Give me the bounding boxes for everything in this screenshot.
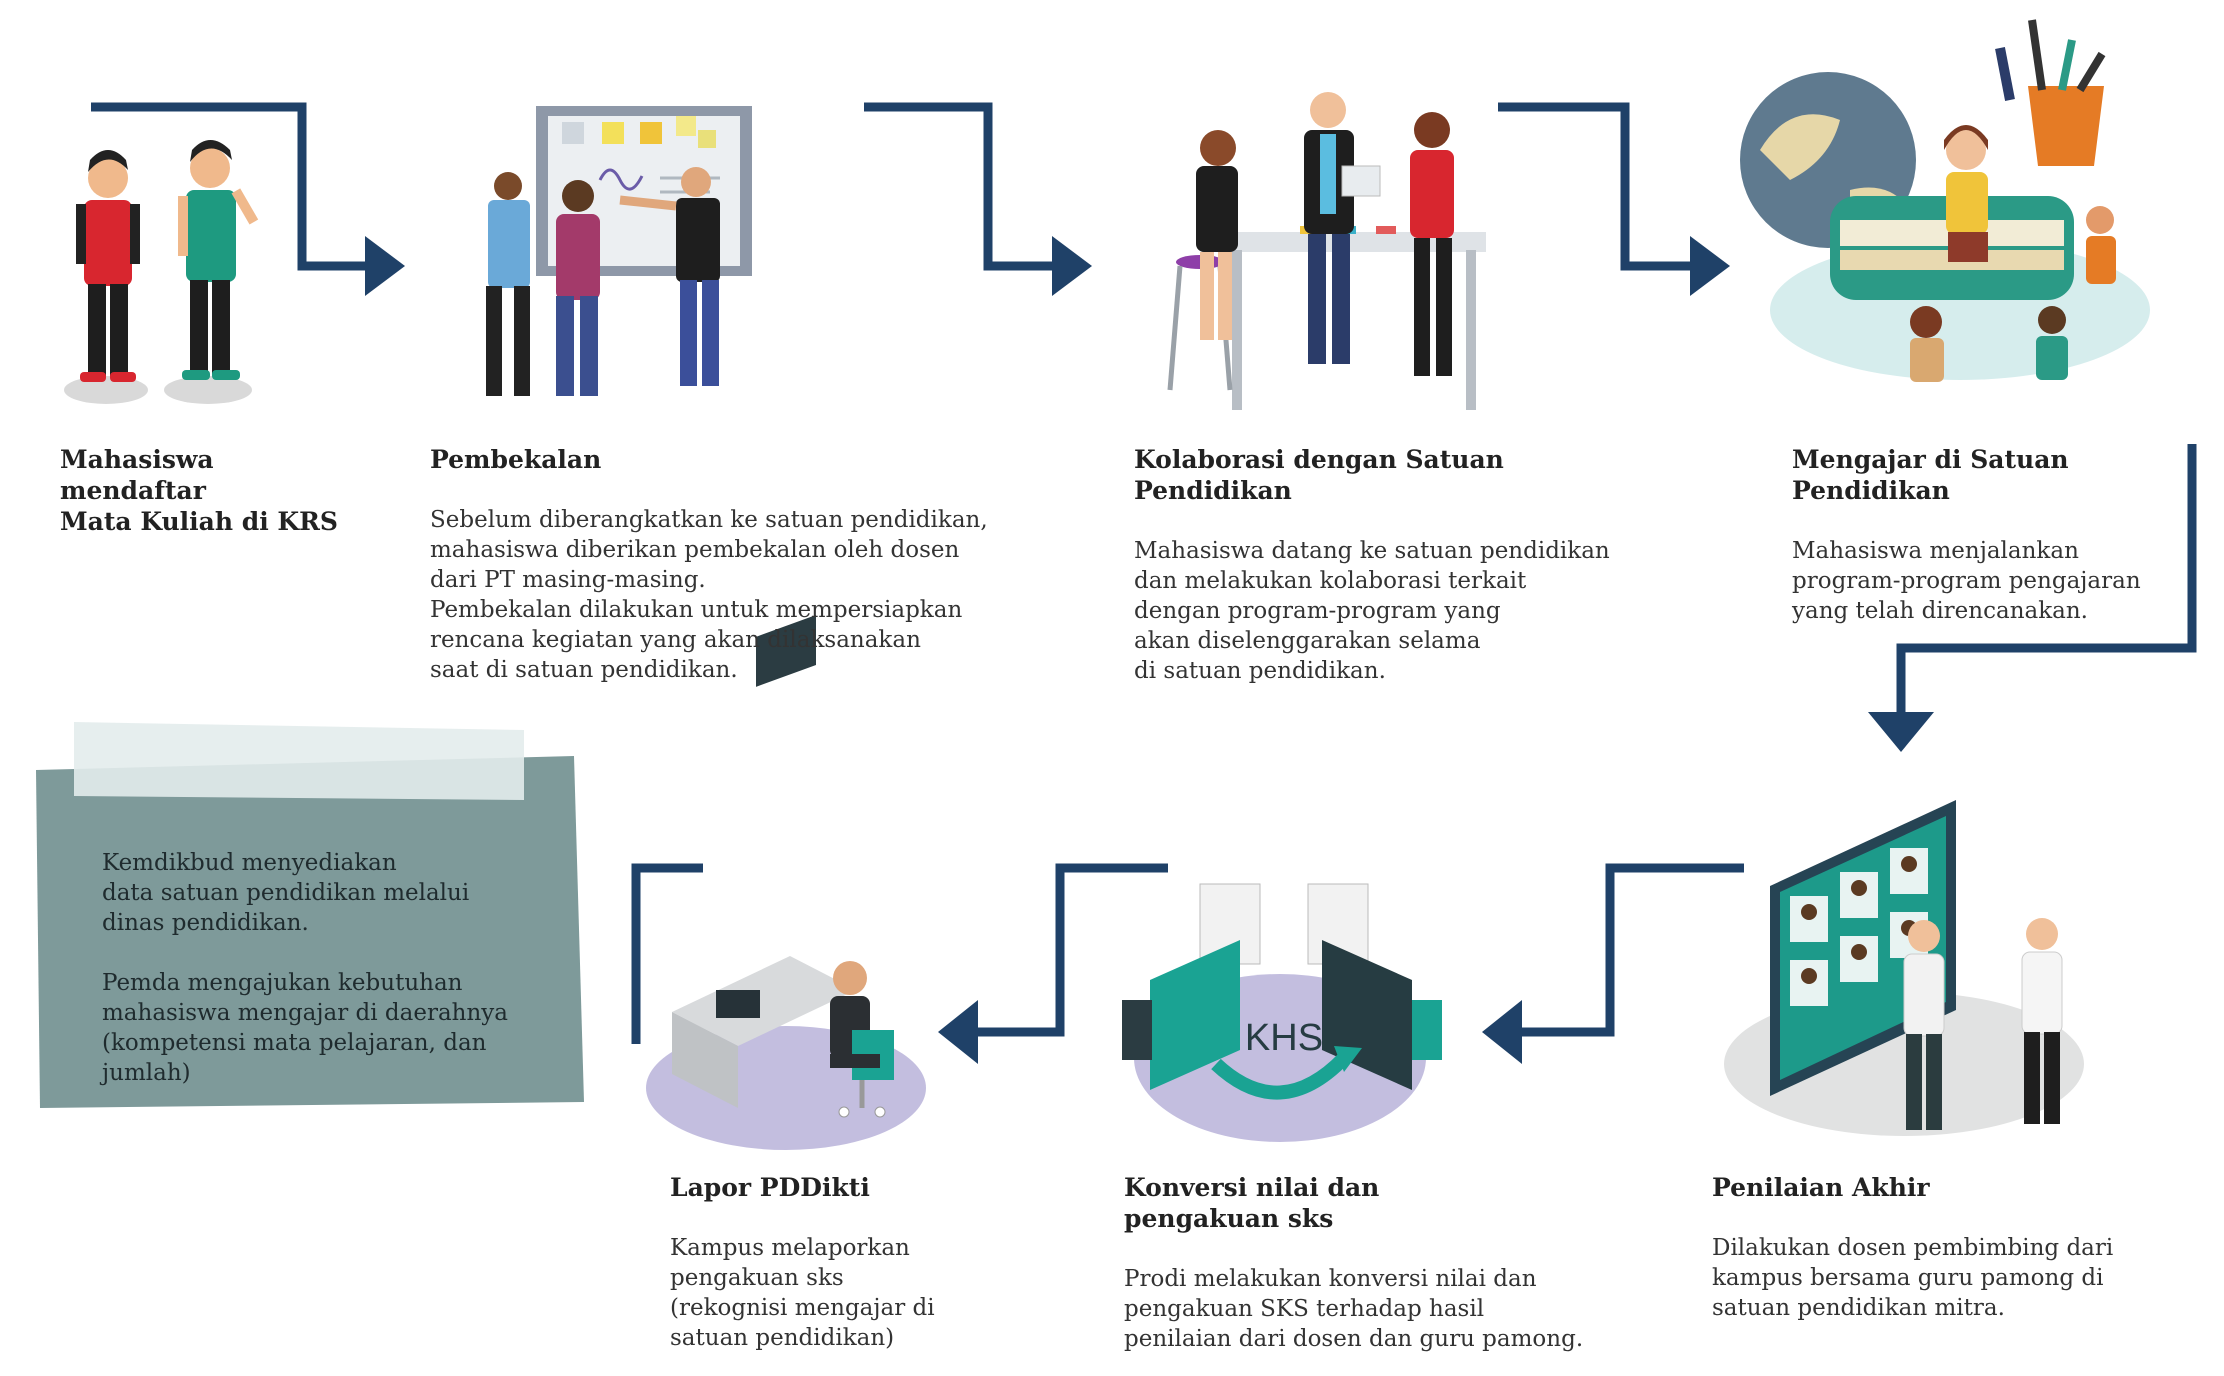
khs-label: KHS: [1245, 1017, 1323, 1059]
teaching-icon: [1740, 19, 2150, 382]
sticky-note-icon: [36, 722, 584, 1108]
connector-7-note: [631, 863, 703, 1044]
step-title: Mahasiswa mendaftar Mata Kuliah di KRS: [60, 445, 338, 536]
step-4: Mengajar di Satuan Pendidikan Mahasiswa …: [1792, 444, 2192, 626]
whiteboard-icon: [486, 106, 752, 396]
step-description: Mahasiswa datang ke satuan pendidikan da…: [1134, 538, 1610, 684]
step-description: Kampus melaporkan pengakuan sks (rekogni…: [670, 1235, 935, 1351]
arrow-left-icon: [1482, 1000, 1522, 1064]
step-6: Konversi nilai dan pengakuan sks Prodi m…: [1124, 1172, 1664, 1354]
connector-6-7: [975, 863, 1168, 1037]
arrow-right-icon: [365, 236, 405, 296]
connector-4-5: [1896, 444, 2197, 712]
step-7: Lapor PDDikti Kampus melaporkan pengakua…: [670, 1172, 1050, 1353]
step-title: Pembekalan: [430, 445, 602, 474]
connector-2-3: [864, 102, 1058, 271]
step-5: Penilaian Akhir Dilakukan dosen pembimbi…: [1712, 1172, 2192, 1323]
step-description: Prodi melakukan konversi nilai dan penga…: [1124, 1266, 1584, 1352]
step-description: Dilakukan dosen pembimbing dari kampus b…: [1712, 1235, 2114, 1321]
step-title: Konversi nilai dan pengakuan sks: [1124, 1173, 1380, 1233]
connector-1-2: [91, 102, 372, 271]
conversion-icon: [1122, 883, 1442, 1142]
collaboration-icon: [1167, 92, 1486, 410]
students-icon: [64, 140, 259, 404]
sticky-note-text: Kemdikbud menyediakan data satuan pendid…: [102, 850, 509, 1086]
step-title: Penilaian Akhir: [1712, 1173, 1930, 1202]
assessment-board-icon: [1724, 800, 2084, 1136]
step-title: Kolaborasi dengan Satuan Pendidikan: [1134, 445, 1504, 505]
step-title: Lapor PDDikti: [670, 1173, 870, 1202]
arrow-left-icon: [938, 1000, 978, 1064]
computer-desk-icon: [646, 615, 926, 1150]
step-description: Mahasiswa menjalankan program-program pe…: [1792, 538, 2141, 624]
step-title: Mengajar di Satuan Pendidikan: [1792, 445, 2069, 505]
step-1: Mahasiswa mendaftar Mata Kuliah di KRS: [60, 444, 360, 537]
step-description: Sebelum diberangkatkan ke satuan pendidi…: [430, 507, 988, 683]
step-2: Pembekalan Sebelum diberangkatkan ke sat…: [430, 444, 1010, 685]
connector-5-6: [1520, 863, 1744, 1037]
arrow-down-icon: [1868, 712, 1934, 752]
step-3: Kolaborasi dengan Satuan Pendidikan Maha…: [1134, 444, 1654, 686]
connector-3-4: [1498, 102, 1696, 271]
arrow-right-icon: [1690, 236, 1730, 296]
arrow-right-icon: [1052, 236, 1092, 296]
